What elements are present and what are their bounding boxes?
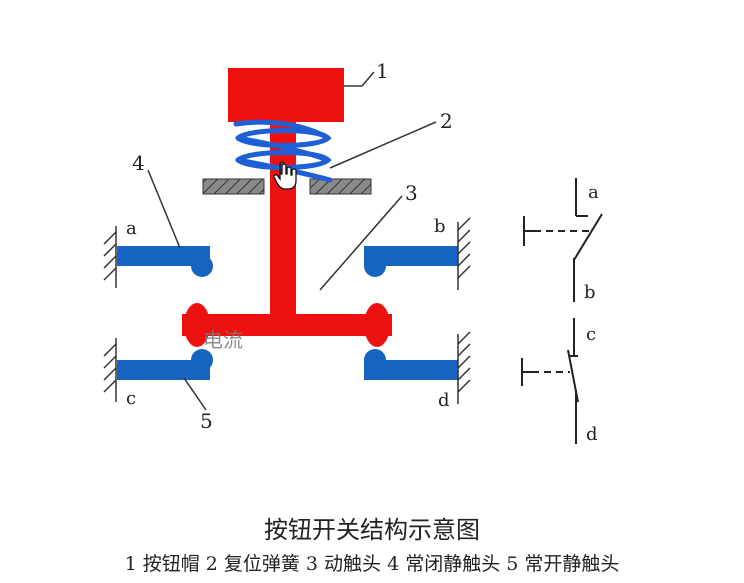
- callout-5: 5: [200, 409, 213, 433]
- callout-2: 2: [440, 109, 453, 133]
- contact-d: [364, 349, 458, 380]
- diagram-title: 按钮开关结构示意图: [264, 516, 480, 544]
- wall-right-bottom: [457, 331, 471, 404]
- contact-label-a: a: [126, 218, 137, 239]
- contact-a: [117, 246, 213, 277]
- hand-cursor-icon: [273, 161, 297, 190]
- leader-2: [329, 121, 437, 169]
- leader-5: [183, 377, 207, 411]
- callout-3: 3: [405, 181, 418, 205]
- contact-label-d: d: [438, 390, 450, 411]
- symbol-normally-open: [521, 318, 579, 444]
- leader-3: [319, 195, 403, 291]
- symbol-normally-closed: [523, 178, 603, 302]
- callout-1: 1: [376, 59, 389, 83]
- moving-contact-left-tip: [184, 303, 210, 347]
- leader-4: [147, 169, 181, 249]
- moving-contact-right-tip: [364, 303, 390, 347]
- symbol-label-a: a: [588, 182, 599, 203]
- guide-plate-left: [202, 178, 265, 195]
- wall-right-top: [457, 217, 471, 290]
- symbol-label-c: c: [586, 324, 596, 345]
- contact-label-c: c: [126, 388, 136, 409]
- contact-c: [117, 349, 213, 380]
- symbol-label-b: b: [584, 282, 596, 303]
- callout-4: 4: [132, 151, 145, 175]
- symbol-label-d: d: [586, 424, 598, 445]
- moving-contact-bar: [182, 314, 392, 336]
- button-cap: [228, 68, 344, 122]
- diagram-legend: 1 按钮帽 2 复位弹簧 3 动触头 4 常闭静触头 5 常开静触头: [124, 553, 620, 575]
- contact-label-b: b: [434, 216, 446, 237]
- contact-b: [364, 246, 458, 277]
- leader-1: [344, 71, 375, 87]
- wall-left-bottom: [103, 338, 117, 402]
- current-label: 电流: [203, 328, 243, 352]
- guide-plate-right: [309, 178, 372, 195]
- wall-left-top: [103, 226, 117, 288]
